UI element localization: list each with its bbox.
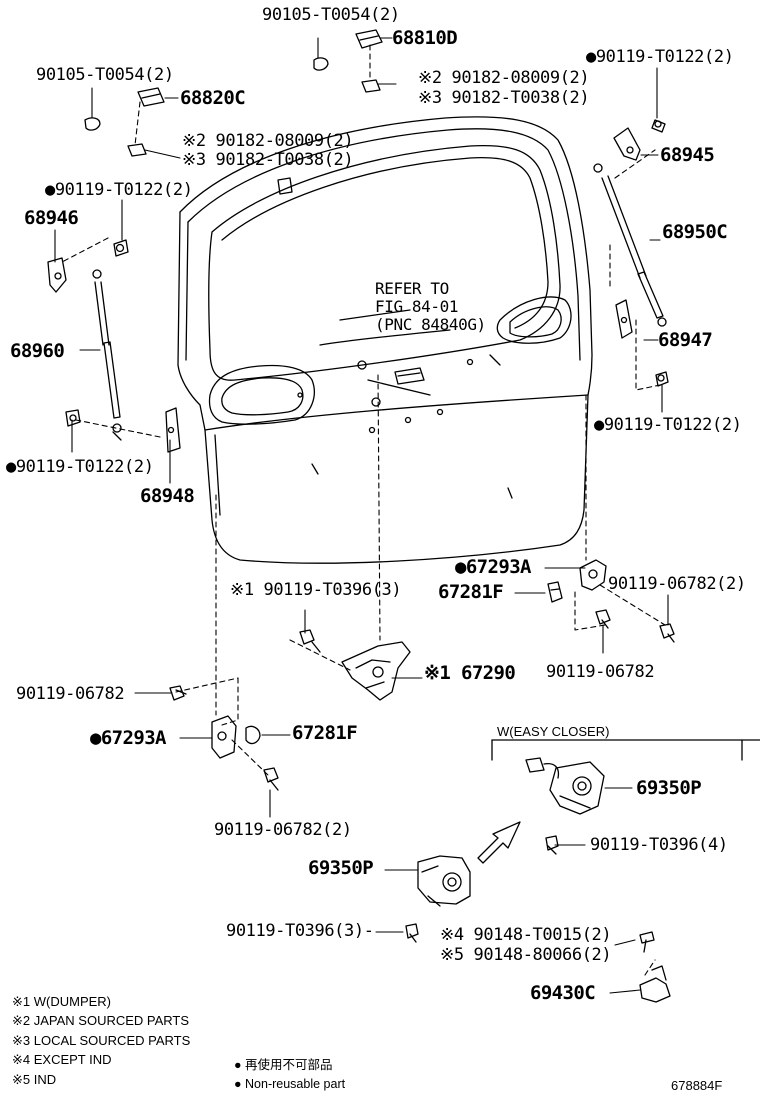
cushion-68820C: [84, 87, 165, 157]
label-68820C: 68820C: [180, 87, 246, 109]
non-reusable-en: ● Non-reusable part: [234, 1077, 346, 1091]
bracket-68945: [613, 119, 666, 161]
label-90119-06782-2-left: 90119-06782(2): [214, 820, 352, 840]
label-90119-06782-2-right: 90119-06782(2): [608, 574, 746, 594]
label-68945: 68945: [660, 144, 715, 166]
legend-note-4: ※4 EXCEPT IND: [12, 1052, 112, 1068]
switch-69430C: [639, 965, 671, 1003]
label-68948: 68948: [140, 485, 195, 507]
leader-lines-solid: [54, 37, 669, 994]
lock-69350P: [417, 855, 471, 907]
label-67293A-left: ●67293A: [90, 727, 166, 749]
label-90119-T0122-mid-left: ●90119-T0122(2): [6, 457, 154, 477]
legend-note-5: ※5 IND: [12, 1071, 57, 1087]
label-90105-T0054-left: 90105-T0054(2): [36, 65, 174, 85]
label-90105-T0054-top: 90105-T0054(2): [262, 5, 400, 25]
stopper-67281F-left: [245, 725, 261, 745]
bracket-68947: [615, 299, 669, 387]
label-90182-08009-a: ※2 90182-08009(2): [418, 68, 590, 88]
lock-67290: [341, 641, 411, 701]
stopper-67281F-right: [547, 581, 563, 603]
cushion-68810D: [313, 29, 383, 93]
easy-closer-bracket: [491, 739, 760, 761]
label-90119-T0396-3-a: ※1 90119-T0396(3): [230, 580, 402, 600]
label-67290: ※1 67290: [424, 662, 516, 684]
easy-closer-caption: W(EASY CLOSER): [497, 724, 610, 739]
diagram-code: 678884F: [671, 1078, 723, 1093]
arrow-indicator: [477, 821, 521, 864]
bolts: [169, 609, 675, 953]
label-90119-T0396-3-b: 90119-T0396(3)-: [226, 921, 374, 941]
label-90119-T0396-4: 90119-T0396(4): [590, 835, 728, 855]
label-67281F-right: 67281F: [438, 581, 504, 603]
refer-to-line-1: REFER TO: [375, 279, 449, 298]
refer-to-line-3: (PNC 84840G): [375, 315, 486, 334]
non-reusable-legend: ● 再使用不可部品 ● Non-reusable part: [234, 1056, 345, 1094]
label-90119-T0122-mid-right: ●90119-T0122(2): [594, 415, 742, 435]
strut-68950C: [593, 163, 667, 327]
label-68947: 68947: [658, 329, 713, 351]
label-67281F-left: 67281F: [292, 722, 358, 744]
label-90119-06782-right: 90119-06782: [546, 662, 655, 682]
label-90182-T0038-a: ※3 90182-T0038(2): [418, 88, 590, 108]
label-68960: 68960: [10, 340, 65, 362]
non-reusable-jp: ● 再使用不可部品: [234, 1058, 333, 1072]
label-69350P-right: 69350P: [636, 777, 702, 799]
label-68950C: 68950C: [662, 221, 728, 243]
label-90119-T0122-top-left: ●90119-T0122(2): [45, 180, 193, 200]
striker-67293A-right: [579, 559, 607, 591]
label-67293A-right: ●67293A: [455, 556, 531, 578]
label-69350P-left: 69350P: [308, 857, 374, 879]
label-68946: 68946: [24, 207, 79, 229]
label-90148-80066: ※5 90148-80066(2): [440, 945, 612, 965]
label-68810D: 68810D: [392, 27, 458, 49]
bracket-68948: [65, 407, 181, 453]
label-90119-06782-left: 90119-06782: [16, 684, 125, 704]
label-90182-08009-b: ※2 90182-08009(2): [182, 131, 354, 151]
easy-closer-69350P: [525, 757, 605, 815]
label-90148-T0015: ※4 90148-T0015(2): [440, 925, 612, 945]
bracket-68946: [47, 239, 129, 293]
back-door-panel: [177, 116, 593, 564]
legend-note-2: ※2 JAPAN SOURCED PARTS: [12, 1013, 190, 1029]
label-90119-T0122-top-right: ●90119-T0122(2): [586, 47, 734, 67]
leader-lines-dashed: [61, 44, 666, 976]
striker-67293A-left: [211, 715, 237, 759]
footnote-legend: ※1 W(DUMPER) ※2 JAPAN SOURCED PARTS ※3 L…: [12, 992, 190, 1089]
label-90182-T0038-b: ※3 90182-T0038(2): [182, 150, 354, 170]
legend-note-3: ※3 LOCAL SOURCED PARTS: [12, 1032, 191, 1048]
label-69430C: 69430C: [530, 982, 596, 1004]
legend-note-1: ※1 W(DUMPER): [12, 994, 111, 1009]
strut-68960: [92, 269, 122, 441]
refer-to-line-2: FIG 84-01: [375, 297, 459, 316]
